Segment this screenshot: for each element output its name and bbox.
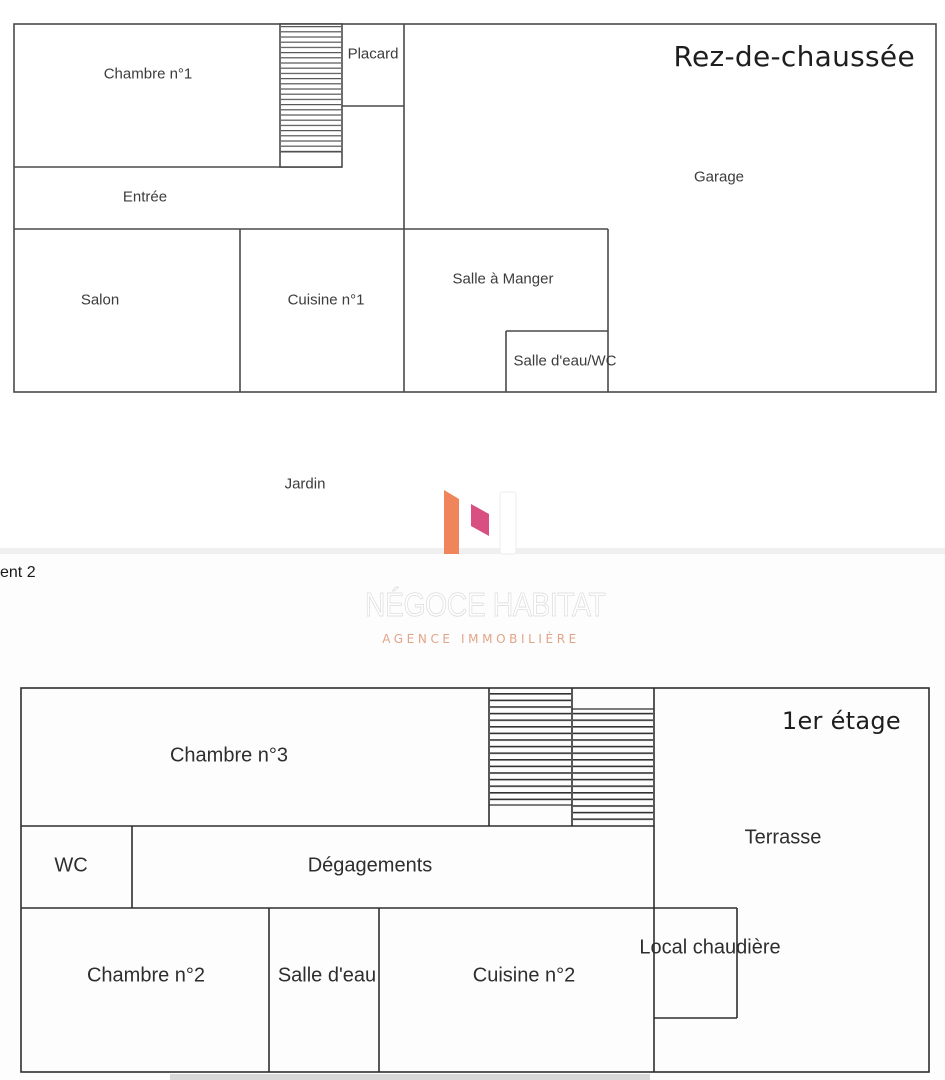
room-label-chambre-1: Chambre n°1	[103, 65, 193, 83]
room-label-salle-deau: Salle d'eau	[277, 964, 377, 987]
room-label-chambre-2: Chambre n°2	[86, 964, 206, 987]
room-label-placard: Placard	[347, 45, 399, 63]
first-floor-title: 1er étage	[781, 707, 901, 735]
first-floor-band	[0, 554, 945, 1080]
ground-floor-band	[0, 0, 945, 550]
ground-floor-plan	[13, 23, 937, 393]
room-label-degagements: Dégagements	[307, 854, 433, 877]
plan-caption: ent 2	[0, 564, 36, 581]
room-label-salle-a-manger: Salle à Manger	[452, 270, 554, 288]
room-label-cuisine-1: Cuisine n°1	[287, 291, 365, 309]
room-label-wc: WC	[54, 854, 88, 877]
outside-label-jardin: Jardin	[284, 475, 326, 493]
first-floor-outline	[20, 687, 930, 1073]
first-floor-plan	[20, 687, 930, 1073]
room-label-terrasse: Terrasse	[744, 826, 822, 849]
room-label-cuisine-2: Cuisine n°2	[472, 964, 576, 987]
room-label-local-chaudiere: Local chaudière	[639, 936, 781, 959]
section-divider	[0, 548, 945, 554]
room-label-salle-deau-wc: Salle d'eau/WC	[513, 352, 617, 370]
ground-floor-title: Rez-de-chaussée	[673, 40, 915, 73]
room-label-chambre-3: Chambre n°3	[169, 744, 289, 767]
room-label-salon: Salon	[80, 291, 120, 309]
bottom-edge-strip	[170, 1074, 650, 1080]
room-label-garage: Garage	[693, 168, 745, 186]
ground-floor-outline	[13, 23, 937, 393]
room-label-entree: Entrée	[122, 188, 168, 206]
